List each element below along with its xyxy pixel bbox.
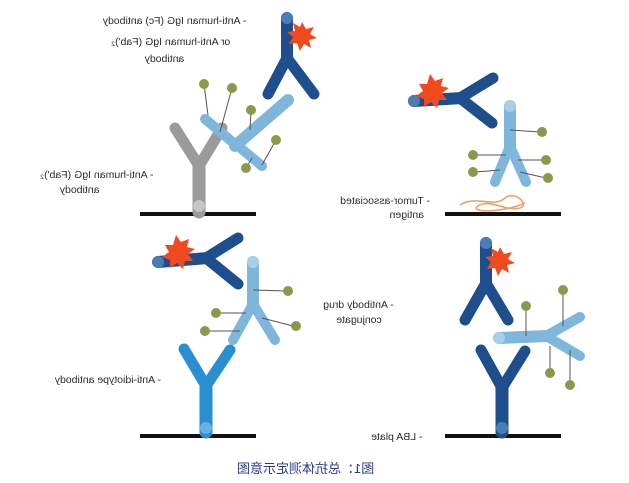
fc-label-line2: or Anti-human IgG (Fab')₂ (111, 36, 230, 48)
drug-payload (537, 127, 547, 137)
fab-antibody-label: - Anti-human IgG (Fab')₂ antibody (40, 169, 153, 196)
drug-payload (468, 150, 478, 160)
panel-fab-capture: - Anti-human IgG (Fc) antibody or Anti-h… (40, 12, 320, 219)
panel-tumor-antigen-capture: - Tumor-associated antigen (340, 72, 561, 221)
anti-idiotype-label: - Anti-idiotype antibody (54, 374, 161, 386)
tumor-label-line1: - Tumor-associated (340, 195, 430, 207)
adc-label-line2: conjugate (336, 314, 382, 326)
dark-blue-detection-antibody (262, 12, 320, 100)
drug-payload (246, 105, 256, 115)
figure-caption-text: 图1：总抗体测定示意图 (237, 461, 374, 476)
drug-payload (565, 380, 575, 390)
drug-payload (211, 308, 221, 318)
panel-anti-idiotype-capture: - Antibody drug conjugate - Anti-idiotyp… (54, 232, 394, 439)
dark-blue-detection-antibody (459, 237, 515, 326)
lba-plate-bar (445, 212, 561, 216)
tumor-antigen-label: - Tumor-associated antigen (340, 195, 430, 221)
lba-plate-bar (140, 434, 256, 438)
dark-blue-detection-antibody (408, 72, 499, 129)
drug-payload (199, 79, 209, 89)
fc-antibody-label: - Anti-human IgG (Fc) antibody or Anti-h… (102, 15, 246, 65)
drug-payload (545, 368, 555, 378)
grey-capture-antibody (169, 122, 228, 219)
light-blue-adc-antibody (493, 285, 585, 390)
figure-caption: 图1：总抗体测定示意图 (237, 461, 374, 476)
drug-payload (241, 163, 251, 173)
adc-label-line1: - Antibody drug (323, 299, 394, 311)
tumor-label-line2: antigen (389, 209, 424, 221)
drug-payload (200, 326, 210, 336)
drug-payload (291, 321, 301, 331)
drug-payload (558, 285, 568, 295)
drug-payload (543, 173, 553, 183)
fc-label-line1: - Anti-human IgG (Fc) antibody (102, 15, 246, 27)
anti-idiotype-label-line1: - Anti-idiotype antibody (54, 374, 161, 386)
label-star-icon (485, 247, 515, 276)
fab-label-line2: antibody (59, 184, 99, 196)
drug-payload (521, 301, 531, 311)
label-star-icon (416, 74, 449, 108)
fc-label-line3: antibody (144, 53, 184, 65)
drug-payload (468, 167, 478, 177)
drug-payload (541, 155, 551, 165)
fab-label-line1: - Anti-human IgG (Fab')₂ (40, 169, 153, 181)
lba-plate-label: - LBA plate (371, 431, 423, 443)
light-blue-adc-antibody (200, 256, 301, 345)
drug-payload (227, 83, 237, 93)
drug-payload (271, 135, 281, 145)
tumor-antigen-shape (459, 194, 526, 212)
drug-payload (283, 286, 293, 296)
light-blue-adc-antibody (199, 79, 294, 173)
light-blue-adc-antibody (468, 100, 553, 187)
dark-blue-detection-antibody (152, 232, 244, 290)
dark-blue-capture-antibody (475, 344, 531, 439)
lba-plate-label-line1: - LBA plate (371, 431, 423, 443)
panel-fc-capture: - LBA plate (371, 237, 585, 443)
adc-label: - Antibody drug conjugate (323, 299, 394, 326)
label-star-icon (162, 235, 195, 269)
anti-idiotype-antibody (178, 343, 236, 439)
label-star-icon (287, 22, 317, 51)
